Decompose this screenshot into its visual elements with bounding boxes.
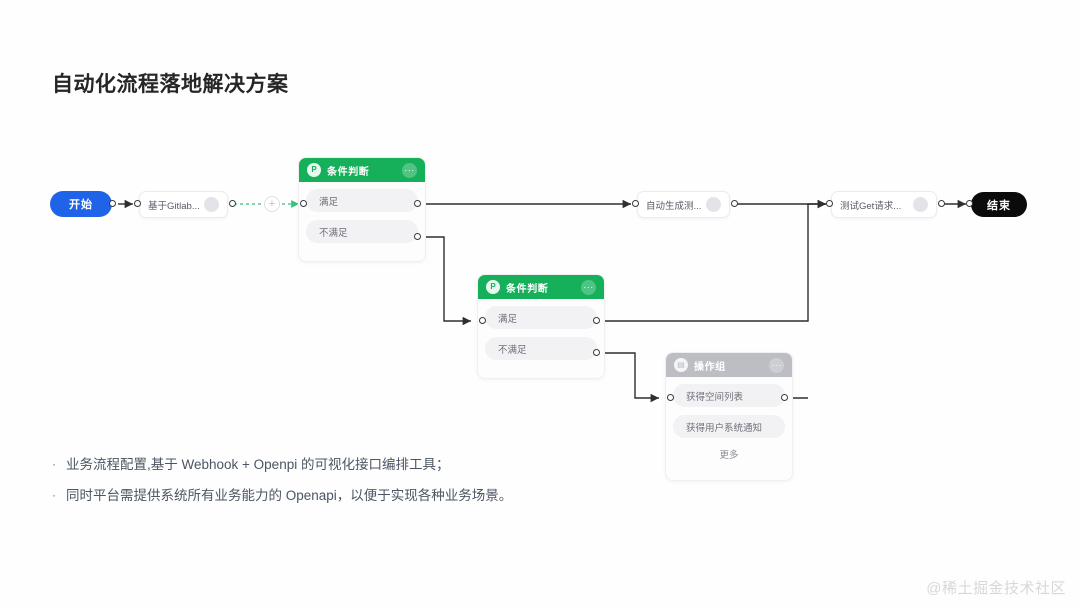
condition-2-satisfy-output-port[interactable] xyxy=(593,317,600,324)
condition-2-row-unsatisfy[interactable]: 不满足 xyxy=(485,337,597,360)
operation-group-more-label[interactable]: 更多 xyxy=(719,450,739,461)
condition-icon: P xyxy=(486,280,500,294)
bullet-text: 业务流程配置,基于 Webhook + Openpi 的可视化接口编排工具； xyxy=(66,457,450,472)
node-auto-generate-test-output-port[interactable] xyxy=(731,200,738,207)
operation-group-row-user-notify[interactable]: 获得用户系统通知 xyxy=(673,415,785,438)
node-auto-generate-test[interactable]: 自动生成测... xyxy=(637,191,730,218)
page-title: 自动化流程落地解决方案 xyxy=(52,73,289,96)
add-step-button[interactable]: + xyxy=(264,196,280,212)
bullet-marker: · xyxy=(52,457,56,471)
node-gitlab-label: 基于Gitlab... xyxy=(148,200,200,212)
start-node[interactable]: 开始 xyxy=(50,191,112,217)
condition-icon: P xyxy=(307,163,321,177)
condition-1-satisfy-output-port[interactable] xyxy=(414,200,421,207)
bullet-marker: · xyxy=(52,487,56,502)
node-auto-generate-test-label: 自动生成测... xyxy=(646,200,702,212)
node-test-get-request-input-port[interactable] xyxy=(826,200,833,207)
list-icon: ▤ xyxy=(674,358,688,372)
more-menu-icon[interactable]: ··· xyxy=(769,357,784,373)
list-item: · 业务流程配置,基于 Webhook + Openpi 的可视化接口编排工具； xyxy=(52,457,672,472)
avatar-icon xyxy=(204,197,219,212)
operation-group-body: 获得空间列表 获得用户系统通知 更多 xyxy=(666,377,792,462)
condition-1-satisfy-input-port[interactable] xyxy=(300,200,307,207)
condition-1-row-satisfy[interactable]: 满足 xyxy=(306,189,418,212)
operation-group-input-port[interactable] xyxy=(667,394,674,401)
bullet-text: 同时平台需提供系统所有业务能力的 Openapi，以便于实现各种业务场景。 xyxy=(66,487,513,503)
condition-2-row-satisfy[interactable]: 满足 xyxy=(485,306,597,329)
avatar-icon xyxy=(706,197,721,212)
node-gitlab-input-port[interactable] xyxy=(134,200,141,207)
node-condition-2[interactable]: P 条件判断 ··· 满足 不满足 xyxy=(477,274,605,379)
node-test-get-request-output-port[interactable] xyxy=(938,200,945,207)
avatar-icon xyxy=(913,197,928,212)
watermark: @稀土掘金技术社区 xyxy=(926,580,1066,597)
node-operation-group[interactable]: ▤ 操作组 ··· 获得空间列表 获得用户系统通知 更多 xyxy=(665,352,793,481)
node-test-get-request[interactable]: 测试Get请求... xyxy=(831,191,937,218)
bullet-list: · 业务流程配置,基于 Webhook + Openpi 的可视化接口编排工具；… xyxy=(52,457,672,520)
condition-1-title: 条件判断 xyxy=(327,166,370,178)
condition-2-body: 满足 不满足 xyxy=(478,299,604,360)
node-gitlab[interactable]: 基于Gitlab... xyxy=(139,191,228,218)
operation-group-title: 操作组 xyxy=(694,361,726,373)
condition-1-unsatisfy-output-port[interactable] xyxy=(414,233,421,240)
more-menu-icon[interactable]: ··· xyxy=(581,279,596,295)
node-condition-1[interactable]: P 条件判断 ··· 满足 不满足 xyxy=(298,157,426,262)
condition-2-title: 条件判断 xyxy=(506,283,549,295)
list-item: · 同时平台需提供系统所有业务能力的 Openapi，以便于实现各种业务场景。 xyxy=(52,487,672,503)
condition-1-body: 满足 不满足 xyxy=(299,182,425,243)
more-menu-icon[interactable]: ··· xyxy=(402,162,417,178)
condition-2-header[interactable]: P 条件判断 ··· xyxy=(478,275,604,299)
end-node[interactable]: 结束 xyxy=(971,192,1027,217)
node-auto-generate-test-input-port[interactable] xyxy=(632,200,639,207)
start-output-port[interactable] xyxy=(109,200,116,207)
condition-2-satisfy-input-port[interactable] xyxy=(479,317,486,324)
condition-1-header[interactable]: P 条件判断 ··· xyxy=(299,158,425,182)
operation-group-header[interactable]: ▤ 操作组 ··· xyxy=(666,353,792,377)
operation-group-row-space-list[interactable]: 获得空间列表 xyxy=(673,384,785,407)
node-test-get-request-label: 测试Get请求... xyxy=(840,200,902,212)
condition-1-row-unsatisfy[interactable]: 不满足 xyxy=(306,220,418,243)
node-gitlab-output-port[interactable] xyxy=(229,200,236,207)
end-input-port[interactable] xyxy=(966,200,973,207)
operation-group-output-port[interactable] xyxy=(781,394,788,401)
condition-2-unsatisfy-output-port[interactable] xyxy=(593,349,600,356)
